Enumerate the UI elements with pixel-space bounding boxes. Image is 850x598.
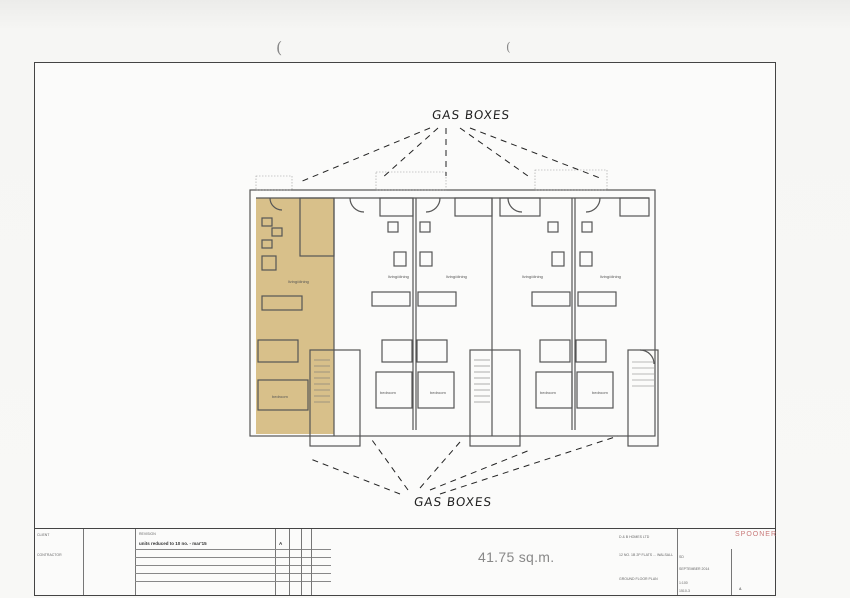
punch-hole-mark: ( [506,40,511,54]
dwg-no-value: 1510-3 [679,589,690,593]
drawn-value: SD [679,555,684,559]
svg-text:bedroom: bedroom [430,390,446,395]
title-block-client-col: CLIENT CONTRACTOR [35,529,84,595]
revision-letter-col: A [275,529,290,595]
client-heading: CLIENT [37,533,50,537]
title-block: CLIENT CONTRACTOR REVISION units reduced… [34,528,776,596]
title-block-notes-col [83,529,136,595]
svg-text:living/dining: living/dining [522,274,543,279]
contractor-heading: CONTRACTOR [37,553,62,557]
revision-by-col [289,529,302,595]
date-value: SEPTEMBER 2014 [679,567,710,571]
svg-text:living/dining: living/dining [388,274,409,279]
drawing-value: GROUND FLOOR PLAN [619,577,658,581]
scale-value: 1:100 [679,581,688,585]
svg-text:bedroom: bedroom [540,390,556,395]
gas-boxes-label-top: GAS BOXES [431,108,511,122]
gas-boxes-label-bottom: GAS BOXES [413,495,493,509]
project-col: D & B HOMES LTD 12 NO. 1B 2P FLATS ... W… [617,529,678,595]
revision-heading: REVISION [139,532,156,536]
revision-table: REVISION units reduced to 10 no. - mar'1… [135,529,331,595]
drawing-frame [34,62,776,529]
svg-text:bedroom: bedroom [272,394,288,399]
revision-entry: units reduced to 10 no. - mar'15 [139,541,207,546]
area-label: 41.75 sq.m. [478,549,555,565]
revision-letter: A [279,541,283,546]
svg-text:living/dining: living/dining [600,274,621,279]
client-value: D & B HOMES LTD [619,535,650,539]
svg-text:living/dining: living/dining [288,279,309,284]
svg-text:bedroom: bedroom [380,390,396,395]
revision-date-col [301,529,312,595]
project-value: 12 NO. 1B 2P FLATS ... WALSALL [619,553,674,557]
svg-text:living/dining: living/dining [446,274,467,279]
rev-value: A [739,587,742,591]
punch-hole-mark: ( [276,38,283,57]
brand-logo: SPOONER [735,531,778,538]
highlighted-flat [256,198,334,434]
meta-col: SD SEPTEMBER 2014 1:100 1510-3 [677,549,732,595]
svg-text:bedroom: bedroom [592,390,608,395]
